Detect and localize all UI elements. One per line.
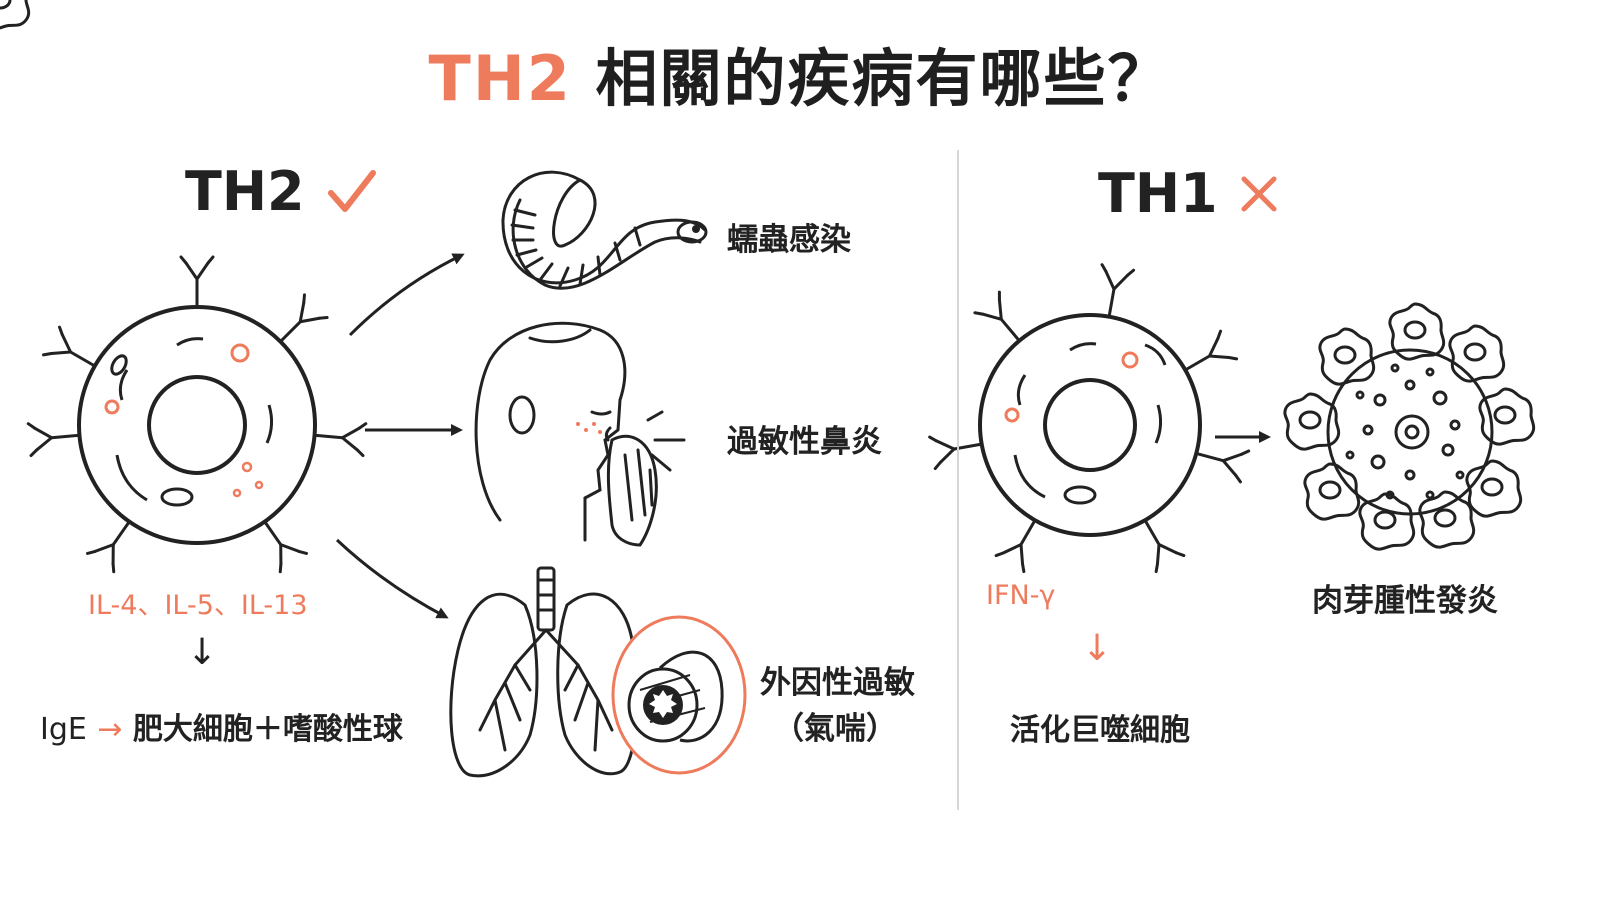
disease-extrinsic-allergy-label: 外因性過敏	[760, 665, 915, 701]
th2-cytokines: IL-4、IL-5、IL-13	[88, 590, 308, 621]
th1-down-arrow: ↓	[1082, 628, 1113, 669]
th1-label: TH1	[1098, 162, 1218, 225]
disease-asthma-label: （氣喘）	[773, 711, 897, 747]
th2-effect: IgE → 肥大細胞＋嗜酸性球	[40, 704, 403, 748]
disease-helminth-infection: 蠕蟲感染	[727, 222, 851, 258]
arrow-to-asthma	[335, 538, 449, 619]
th2-down-arrow: ↓	[187, 632, 218, 673]
disease-extrinsic-asthma: 外因性過敏 （氣喘）	[760, 660, 915, 752]
ige-label: IgE	[40, 712, 87, 747]
sneezing-person-icon	[474, 321, 686, 547]
panel-divider	[957, 150, 959, 810]
page-title: TH2 相關的疾病有哪些？	[0, 28, 1600, 118]
granuloma-icon	[0, 0, 1536, 551]
th2-cell-icon	[26, 255, 368, 574]
title-accent: TH2	[428, 42, 572, 115]
th2-label: TH2	[185, 160, 305, 223]
th1-cytokine: IFN-γ	[986, 580, 1056, 611]
th2-header: TH2	[185, 160, 377, 223]
lungs-icon	[449, 566, 638, 778]
check-mark-icon	[327, 169, 376, 212]
disease-granulomatous-inflammation: 肉芽腫性發炎	[1312, 583, 1498, 619]
disease-allergic-rhinitis: 過敏性鼻炎	[727, 424, 882, 460]
airway-cross-section-icon	[611, 615, 747, 775]
cross-mark-icon	[1241, 176, 1277, 211]
th1-cell-icon	[928, 263, 1251, 574]
th1-effect: 活化巨噬細胞	[1010, 713, 1190, 748]
ige-arrow: →	[97, 712, 123, 747]
effector-cells-label: 肥大細胞＋嗜酸性球	[122, 712, 403, 747]
worm-icon	[501, 170, 708, 290]
th1-header: TH1	[1098, 162, 1278, 225]
arrow-to-helminth	[348, 253, 465, 337]
title-rest: 相關的疾病有哪些？	[571, 42, 1172, 115]
